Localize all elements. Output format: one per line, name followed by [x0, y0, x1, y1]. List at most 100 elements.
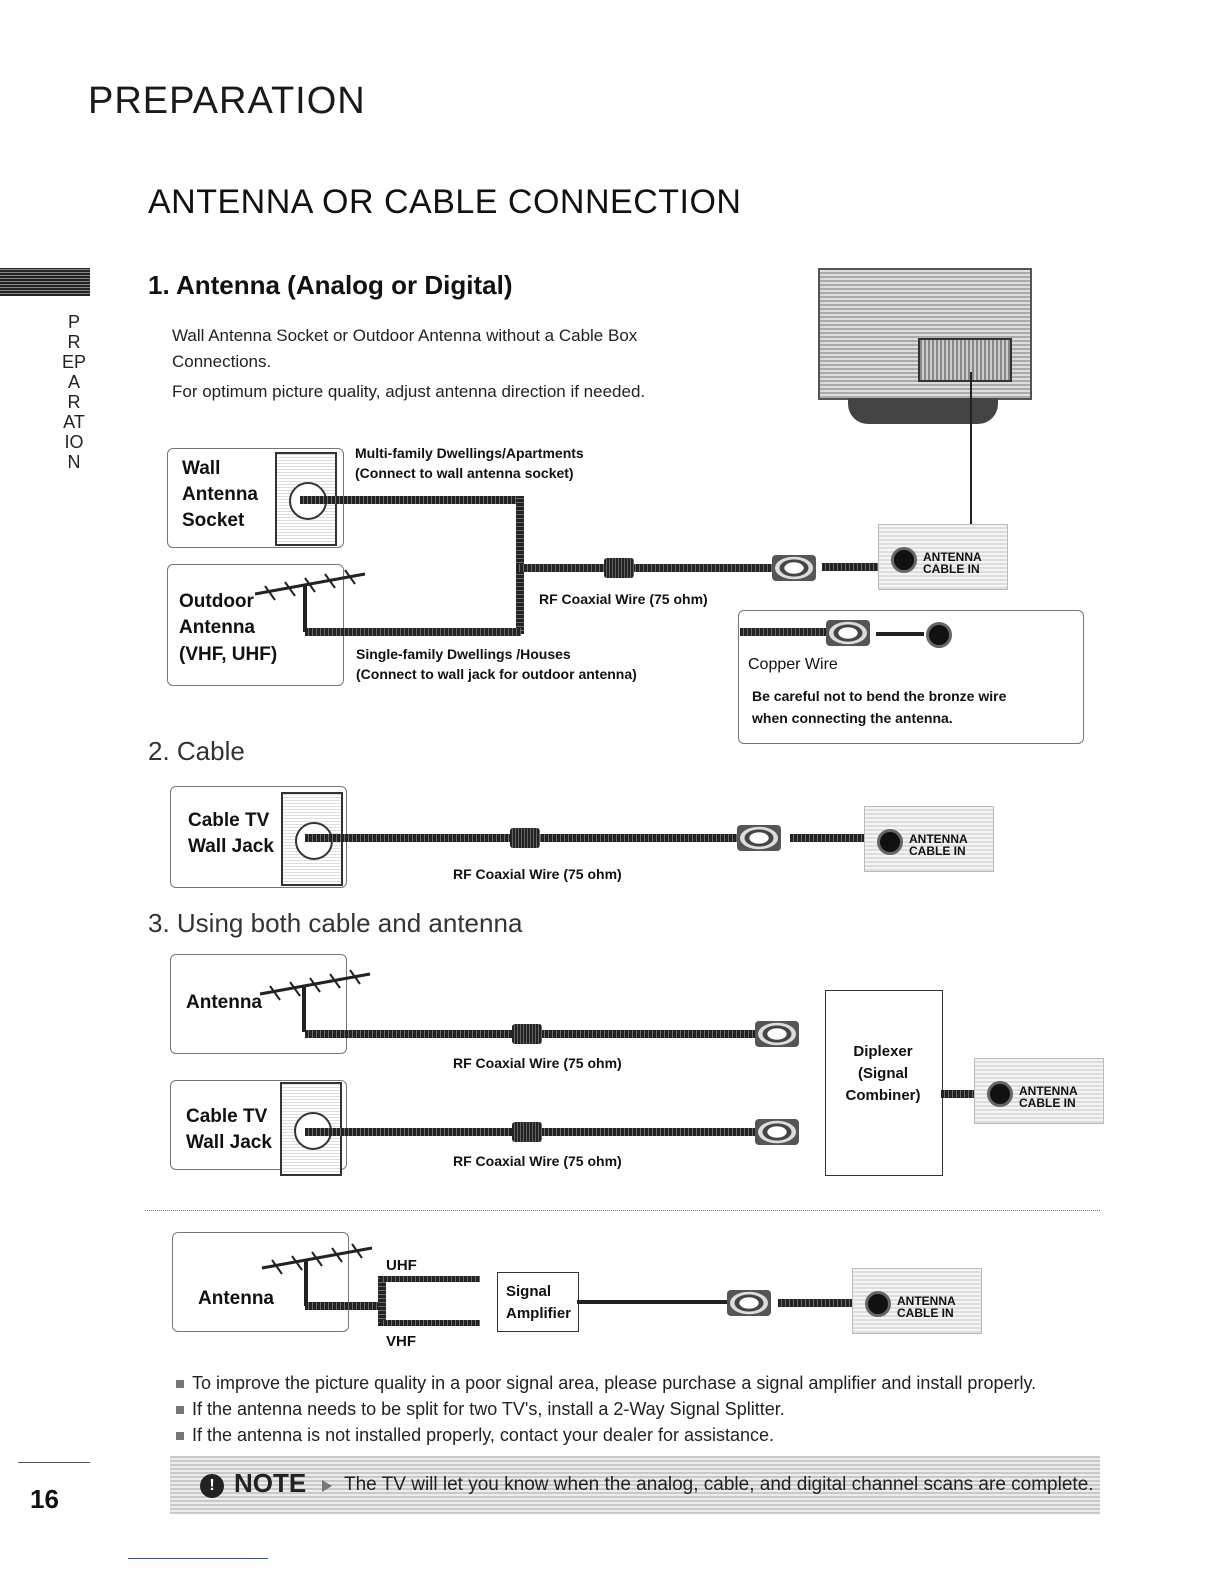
cable-rf-wire-label: RF Coaxial Wire (75 ohm) [453, 866, 622, 882]
bullet-item: If the antenna is not installed properly… [176, 1422, 774, 1448]
outdoor-label-1: Outdoor [179, 591, 254, 612]
antenna-cable-in-port-1: ANTENNA CABLE IN [878, 524, 1008, 590]
amp-antenna-label: Antenna [198, 1288, 274, 1309]
outdoor-label-3: (VHF, UHF) [179, 644, 278, 665]
s3-rf-wire-label-2: RF Coaxial Wire (75 ohm) [453, 1153, 622, 1169]
outdoor-label-2: Antenna [179, 617, 255, 638]
outdoor-antenna-icon [254, 569, 366, 632]
amp-plug-icon [727, 1290, 771, 1316]
multi-family-line-2: (Connect to wall antenna socket) [355, 465, 574, 481]
diplexer-line-2: (Signal [857, 1065, 908, 1082]
wall-label-1: Wall [182, 458, 221, 479]
copper-socket-icon [926, 622, 952, 648]
port-connector-icon [877, 829, 903, 855]
bullet-item: To improve the picture quality in a poor… [176, 1370, 1036, 1396]
port-label-1: ANTENNA [897, 1294, 956, 1308]
s3-rf-wire-label-1: RF Coaxial Wire (75 ohm) [453, 1055, 622, 1071]
diplexer-line-3: Combiner) [845, 1087, 921, 1104]
bullet-text: To improve the picture quality in a poor… [192, 1373, 1037, 1393]
side-tab-label: PREPARATION [62, 312, 87, 472]
port-label-2: CABLE IN [897, 1306, 954, 1320]
amp-output-wire [577, 1300, 727, 1304]
page-number-rule [18, 1462, 90, 1463]
section1-desc-3: For optimum picture quality, adjust ante… [172, 382, 646, 401]
s3-jack-label-1: Cable TV [186, 1106, 268, 1127]
side-tab-marker [0, 268, 90, 296]
s3-jack-label-2: Wall Jack [186, 1132, 272, 1153]
outdoor-antenna-wire [305, 628, 521, 636]
port-label-1: ANTENNA [923, 550, 982, 564]
s3-plug-2-icon [755, 1119, 799, 1145]
port-connector-icon [891, 547, 917, 573]
amp-label-1: Signal [506, 1283, 552, 1300]
diplexer-output-wire [941, 1090, 991, 1098]
tv-back-illustration [818, 268, 1032, 428]
port-label-1: ANTENNA [909, 832, 968, 846]
section3-heading: 3. Using both cable and antenna [148, 908, 523, 938]
uhf-wire [380, 1276, 480, 1282]
rf-wire-label-1: RF Coaxial Wire (75 ohm) [539, 591, 708, 607]
s3-ferrite-2-icon [512, 1122, 542, 1142]
note-icon: ! [200, 1474, 224, 1498]
antenna-cable-in-port-3: ANTENNA CABLE IN [974, 1058, 1104, 1124]
amp-antenna-box [172, 1232, 349, 1332]
caution-line-2: when connecting the antenna. [752, 710, 953, 726]
coax-plug-icon [772, 555, 816, 581]
vhf-label: VHF [386, 1333, 416, 1350]
section2-heading: 2. Cable [148, 736, 245, 766]
note-arrow-icon [322, 1480, 332, 1492]
cable-plug-icon [737, 825, 781, 851]
section1-desc-1: Wall Antenna Socket or Outdoor Antenna w… [172, 326, 638, 345]
port-label-2: CABLE IN [923, 562, 980, 576]
wall-socket-wire [300, 496, 522, 504]
port-label-2: CABLE IN [1019, 1096, 1076, 1110]
uhf-label: UHF [386, 1257, 417, 1274]
port-connector-icon [987, 1081, 1013, 1107]
copper-detail-wire [740, 628, 830, 636]
footer-link-line [128, 1558, 268, 1559]
caution-line-1: Be careful not to bend the bronze wire [752, 688, 1007, 704]
section-header: PREPARATION [88, 80, 366, 122]
note-label: NOTE [234, 1468, 307, 1498]
antenna-cable-in-port-4: ANTENNA CABLE IN [852, 1268, 982, 1334]
signal-amplifier-box [497, 1272, 579, 1332]
amp-input-wire [305, 1302, 385, 1310]
page-title: ANTENNA OR CABLE CONNECTION [148, 183, 742, 221]
copper-wire-label: Copper Wire [748, 656, 838, 673]
note-text: The TV will let you know when the analog… [344, 1474, 1094, 1495]
amp-tv-lead [778, 1299, 868, 1307]
port-label-1: ANTENNA [1019, 1084, 1078, 1098]
note-bar: ! NOTE The TV will let you know when the… [170, 1456, 1100, 1514]
amp-label-2: Amplifier [506, 1305, 572, 1322]
bullet-text: If the antenna needs to be split for two… [192, 1399, 785, 1419]
port-connector-icon [865, 1291, 891, 1317]
bullet-text: If the antenna is not installed properly… [192, 1425, 774, 1445]
wall-label-3: Socket [182, 510, 245, 531]
single-family-line-2: (Connect to wall jack for outdoor antenn… [356, 666, 637, 682]
main-coax-wire [516, 564, 772, 572]
section1-heading: 1. Antenna (Analog or Digital) [148, 270, 513, 300]
cable-jack-label-2: Wall Jack [188, 836, 274, 857]
tv-lead-wire [822, 563, 892, 571]
cable-tv-lead [790, 834, 880, 842]
amp-split-wire [378, 1276, 386, 1326]
diplexer-line-1: Diplexer [853, 1043, 913, 1060]
amp-antenna-icon [261, 1243, 373, 1306]
vhf-wire [380, 1320, 480, 1326]
s3-antenna-label: Antenna [186, 992, 262, 1013]
cable-ferrite-icon [510, 828, 540, 848]
s3-antenna-icon [259, 969, 371, 1032]
multi-family-line-1: Multi-family Dwellings/Apartments [355, 445, 584, 461]
ferrite-core-icon [604, 558, 634, 578]
copper-plug-icon [826, 620, 870, 646]
section1-desc-2: Connections. [172, 352, 272, 371]
port-label-2: CABLE IN [909, 844, 966, 858]
page-number: 16 [30, 1484, 59, 1514]
single-family-line-1: Single-family Dwellings /Houses [356, 646, 571, 662]
copper-pin-icon [876, 632, 924, 636]
tv-pointer-line [970, 372, 972, 528]
section-divider [145, 1210, 1100, 1211]
cable-jack-label-1: Cable TV [188, 810, 270, 831]
wall-label-2: Antenna [182, 484, 258, 505]
s3-ferrite-1-icon [512, 1024, 542, 1044]
